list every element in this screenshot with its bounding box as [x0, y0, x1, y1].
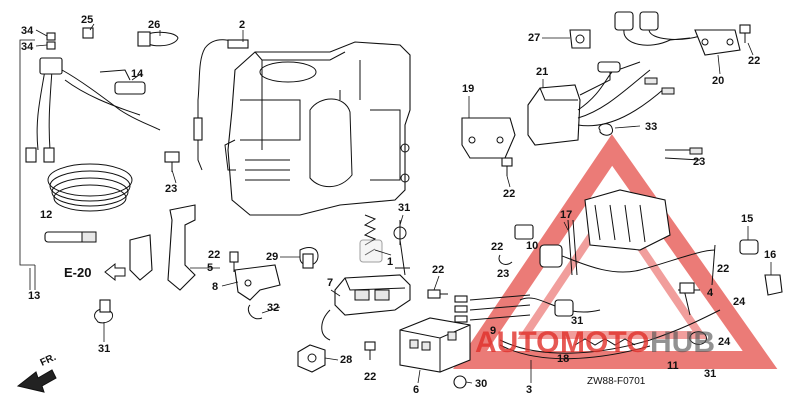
part-28 — [297, 344, 326, 373]
callout-16: 16 — [764, 249, 776, 261]
callout-13: 13 — [28, 290, 40, 302]
callout-8: 8 — [212, 281, 218, 293]
relay-assembly-7 — [321, 239, 411, 341]
watermark-auto: AUTO — [475, 326, 559, 359]
callout-22-c: 22 — [364, 371, 376, 383]
callout-7: 7 — [327, 277, 333, 289]
engine-block — [224, 41, 411, 216]
callout-27: 27 — [528, 32, 540, 44]
callout-30: 30 — [475, 378, 487, 390]
callout-10: 10 — [526, 240, 538, 252]
callout-25: 25 — [81, 14, 93, 26]
callout-22-f: 22 — [491, 241, 503, 253]
callout-24-b: 24 — [718, 336, 731, 348]
lower-left-parts — [94, 204, 407, 324]
watermark-triangle-small — [517, 197, 708, 339]
upper-right-parts — [461, 11, 741, 159]
fuse-box-6 — [399, 317, 471, 373]
callout-29: 29 — [266, 251, 278, 263]
callout-22-g: 22 — [717, 263, 729, 275]
callout-24-a: 24 — [733, 296, 746, 308]
rectifier-and-cables — [454, 123, 783, 360]
callout-19: 19 — [462, 83, 474, 95]
section-reference — [104, 262, 126, 282]
callout-1: 1 — [387, 256, 393, 268]
callout-31-a: 31 — [398, 202, 410, 214]
callout-33: 33 — [645, 121, 657, 133]
watermark-moto: MOTO — [560, 326, 649, 359]
callout-31-c: 31 — [571, 315, 583, 327]
callout-34-a: 34 — [21, 25, 34, 37]
callout-4: 4 — [707, 287, 714, 299]
callout-20: 20 — [712, 75, 724, 87]
callout-34-b: 34 — [21, 41, 34, 53]
callout-22-e: 22 — [748, 55, 760, 67]
callout-labels: 1 2 3 4 5 6 7 8 9 10 11 12 13 14 15 16 1… — [21, 14, 776, 396]
callout-15: 15 — [741, 213, 753, 225]
callout-11: 11 — [667, 360, 679, 372]
callout-23-a: 23 — [165, 183, 177, 195]
callout-18: 18 — [557, 353, 569, 365]
callout-23-c: 23 — [693, 156, 705, 168]
harness-group — [19, 27, 180, 290]
callout-3: 3 — [526, 384, 532, 396]
callout-32: 32 — [267, 302, 279, 314]
front-direction-arrow — [16, 369, 57, 393]
callout-2: 2 — [239, 19, 245, 31]
callout-31-d: 31 — [704, 368, 716, 380]
callout-22-b: 22 — [432, 264, 444, 276]
callout-31-b: 31 — [98, 343, 110, 355]
callout-6: 6 — [413, 384, 419, 396]
callout-23-b: 23 — [497, 268, 509, 280]
cable-2 — [193, 39, 249, 171]
callout-22-d: 22 — [503, 188, 515, 200]
callout-21: 21 — [536, 66, 548, 78]
callout-26: 26 — [148, 19, 160, 31]
front-label: FR. — [39, 352, 58, 369]
leader-lines — [29, 23, 772, 384]
callout-14: 14 — [131, 68, 144, 80]
callout-17: 17 — [560, 209, 572, 221]
diagram-code: ZW88-F0701 — [587, 376, 646, 387]
callout-22-a: 22 — [208, 249, 220, 261]
callout-12: 12 — [40, 209, 52, 221]
watermark-hub: HUB — [650, 326, 715, 359]
callout-9: 9 — [490, 325, 496, 337]
callout-28: 28 — [340, 354, 352, 366]
watermark-text: AUTO MOTO HUB — [475, 326, 715, 359]
section-reference-label: E-20 — [64, 265, 91, 280]
